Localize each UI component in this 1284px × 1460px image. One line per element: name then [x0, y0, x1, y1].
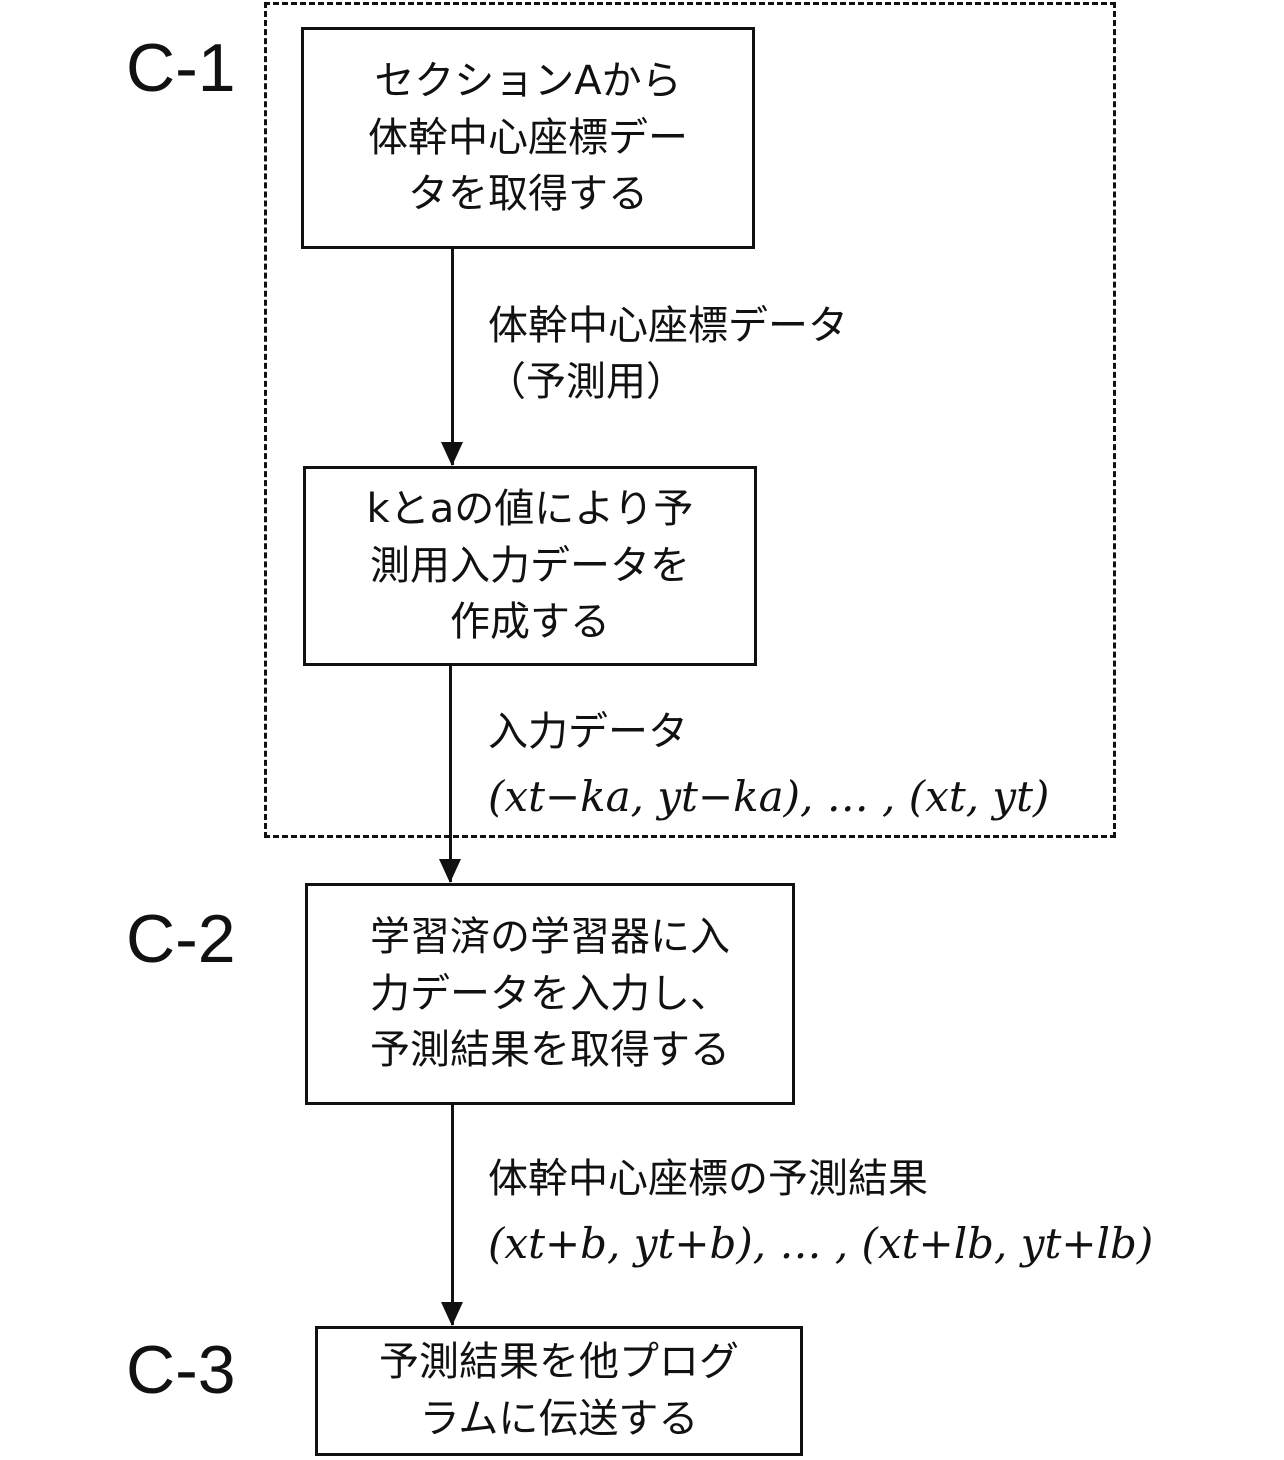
process-box-create-input-data: kとaの値により予 測用入力データを 作成する: [303, 466, 757, 666]
edge-label-line: 体幹中心座標データ: [488, 303, 848, 349]
process-box-acquire-coordinates: セクションAから 体幹中心座標デー タを取得する: [301, 27, 755, 249]
box-text-line: ラムに伝送する: [419, 1396, 699, 1442]
edge-label-prediction-results: 体幹中心座標の予測結果 (xt+b, yt+b), … , (xt+lb, yt…: [488, 1151, 1153, 1274]
box-text-line: タを取得する: [408, 171, 648, 218]
edge-label-prediction-coordinates: 体幹中心座標データ （予測用）: [486, 298, 848, 410]
box-text-line: 力データを入力し、: [370, 970, 730, 1017]
step-label-c3: C-3: [126, 1332, 236, 1408]
arrowhead-icon: [441, 1302, 463, 1326]
box-text-line: 学習済の学習器に入: [370, 913, 730, 960]
box-text-line: 予測結果を取得する: [370, 1027, 730, 1074]
process-box-run-learner: 学習済の学習器に入 力データを入力し、 予測結果を取得する: [305, 883, 795, 1105]
box-text-line: 体幹中心座標デー: [368, 114, 688, 161]
box-text-line: 予測結果を他プログ: [379, 1339, 739, 1386]
box-text-line: 作成する: [449, 599, 610, 646]
arrow-line: [451, 1105, 454, 1325]
c1-group-boundary: [264, 2, 1116, 838]
box-text-line: セクションAから: [374, 57, 682, 104]
edge-label-formula: (xt+b, yt+b), … , (xt+lb, yt+lb): [488, 1219, 1154, 1268]
edge-label-formula: (xt−ka, yt−ka), … , (xt, yt): [488, 772, 1050, 821]
step-label-c2: C-2: [126, 901, 236, 977]
arrowhead-icon: [439, 859, 461, 883]
step-label-c1: C-1: [126, 30, 236, 106]
box-text-line: 測用入力データを: [369, 542, 690, 589]
edge-label-input-data: 入力データ (xt−ka, yt−ka), … , (xt, yt): [488, 704, 1049, 827]
arrowhead-icon: [441, 442, 463, 466]
arrow-line: [451, 249, 454, 465]
arrow-line: [449, 666, 452, 882]
edge-label-line: （予測用）: [486, 359, 686, 405]
edge-label-line: 入力データ: [488, 709, 688, 755]
edge-label-line: 体幹中心座標の予測結果: [488, 1156, 928, 1202]
process-box-transmit-results: 予測結果を他プログ ラムに伝送する: [315, 1326, 803, 1456]
box-text-line: kとaの値により予: [366, 485, 694, 532]
